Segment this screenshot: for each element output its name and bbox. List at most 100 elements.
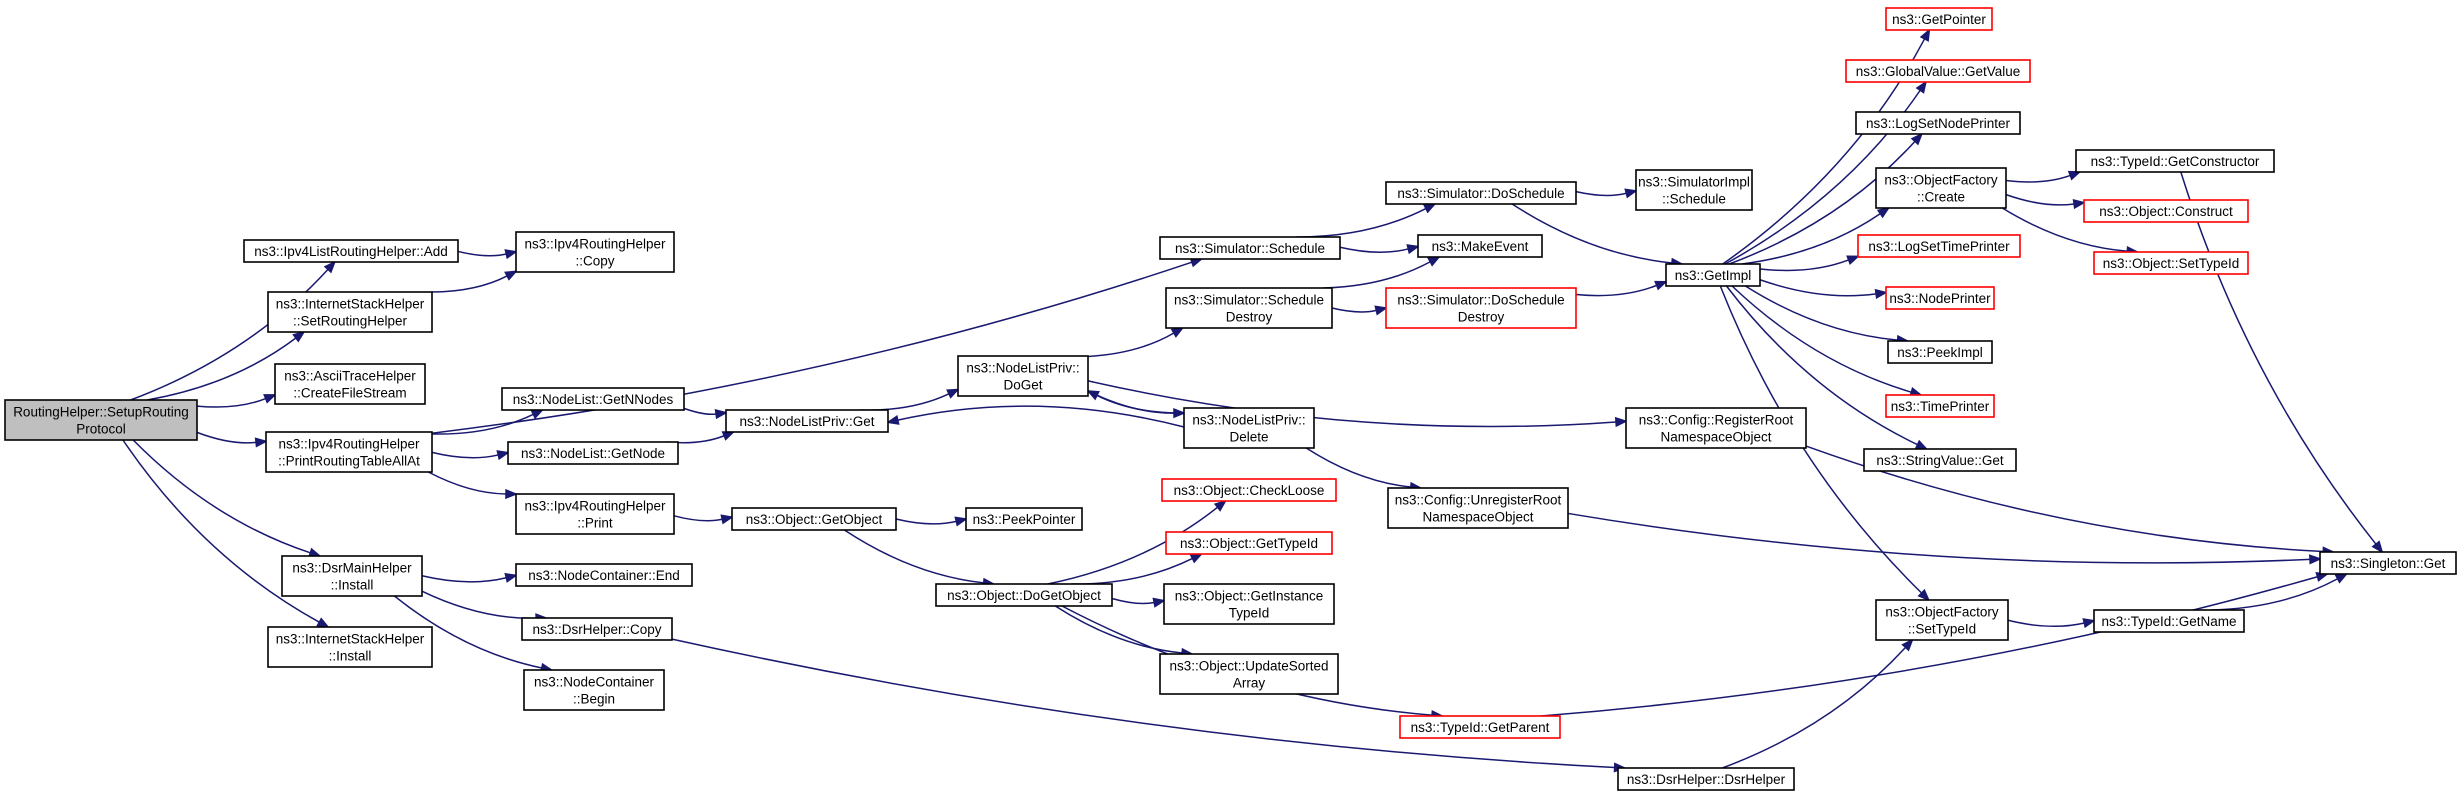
node-nlp_doget[interactable]: ns3::NodeListPriv::DoGet (957, 355, 1089, 397)
call-edge-dsrmain_install-to-nc_end (421, 572, 518, 583)
node-ish_setrouting[interactable]: ns3::InternetStackHelper::SetRoutingHelp… (267, 291, 433, 333)
node-objfactory_create[interactable]: ns3::ObjectFactory::Create (1875, 167, 2007, 209)
node-peekimpl[interactable]: ns3::PeekImpl (1887, 340, 1993, 364)
node-dsrhelper_copy[interactable]: ns3::DsrHelper::Copy (521, 617, 673, 641)
node-sim_schedule[interactable]: ns3::Simulator::Schedule (1159, 236, 1341, 260)
function-nodes: RoutingHelper::SetupRoutingProtocolns3::… (4, 7, 2457, 791)
node-obj_settypeid[interactable]: ns3::Object::SetTypeId (2093, 251, 2249, 275)
node-label: ns3::ObjectFactory (1885, 605, 1999, 620)
node-label: ns3::NodeListPriv::Get (739, 414, 874, 429)
node-box (957, 355, 1089, 397)
edge-line (2180, 171, 2377, 545)
edge-line (1741, 213, 1881, 265)
node-label: ns3::NodeListPriv:: (1192, 413, 1305, 428)
node-ascii_create[interactable]: ns3::AsciiTraceHelper::CreateFileStream (274, 363, 426, 405)
node-box (2083, 199, 2249, 223)
node-config_unregister[interactable]: ns3::Config::UnregisterRootNamespaceObje… (1387, 487, 1569, 529)
edge-line (421, 590, 537, 619)
edge-arrowhead (1152, 597, 1166, 608)
edge-arrowhead (2082, 618, 2096, 629)
call-edge-root-to-ascii_create (196, 394, 277, 408)
node-label: ns3::PeekImpl (1897, 345, 1983, 360)
node-box (1635, 169, 1753, 211)
node-box (1161, 478, 1337, 502)
edge-line (122, 439, 320, 623)
node-label: ::Copy (575, 254, 614, 269)
node-ipv4rh_copy[interactable]: ns3::Ipv4RoutingHelper::Copy (515, 231, 675, 273)
node-nlp_get[interactable]: ns3::NodeListPriv::Get (725, 409, 889, 433)
node-label: Array (1233, 676, 1266, 691)
node-box (523, 669, 665, 711)
node-label: ns3::GlobalValue::GetValue (1856, 64, 2021, 79)
edge-arrowhead (886, 414, 900, 425)
call-edge-sim_scheddestroy-to-makeevent (1323, 256, 1441, 289)
node-typeid_getname[interactable]: ns3::TypeId::GetName (2093, 609, 2245, 633)
edge-line (1759, 279, 1877, 297)
node-dsrmain_install[interactable]: ns3::DsrMainHelper::Install (281, 555, 423, 597)
node-simimpl_schedule[interactable]: ns3::SimulatorImpl::Schedule (1635, 169, 1753, 211)
node-getpointer[interactable]: ns3::GetPointer (1885, 7, 1993, 31)
node-label: TypeId (1229, 606, 1270, 621)
node-logsetnodeprinter[interactable]: ns3::LogSetNodePrinter (1855, 111, 2021, 135)
node-stringvalue_get[interactable]: ns3::StringValue::Get (1863, 448, 2017, 472)
call-edge-typeid_getconstructor-to-singleton_get (2180, 171, 2384, 554)
edge-arrowhead (254, 437, 269, 448)
node-ipv4list_add[interactable]: ns3::Ipv4ListRoutingHelper::Add (243, 239, 459, 263)
node-peekpointer[interactable]: ns3::PeekPointer (965, 507, 1083, 531)
node-obj_checkloose[interactable]: ns3::Object::CheckLoose (1161, 478, 1337, 502)
node-box (1165, 287, 1333, 329)
call-edge-sim_doschedule-to-simimpl_schedule (1575, 188, 1638, 199)
edge-arrowhead (1624, 188, 1638, 199)
node-nc_end[interactable]: ns3::NodeContainer::End (515, 563, 693, 587)
node-obj_construct[interactable]: ns3::Object::Construct (2083, 199, 2249, 223)
node-box (267, 291, 433, 333)
node-box (267, 626, 433, 668)
node-nlp_delete[interactable]: ns3::NodeListPriv::Delete (1183, 407, 1315, 449)
node-objfactory_settypeid[interactable]: ns3::ObjectFactory::SetTypeId (1875, 599, 2009, 641)
node-label: ns3::GetPointer (1892, 12, 1986, 27)
node-nodeprinter[interactable]: ns3::NodePrinter (1885, 286, 1995, 310)
edge-line (843, 529, 984, 584)
edge-line (1331, 307, 1377, 313)
node-label: ns3::TimePrinter (1891, 399, 1990, 414)
edge-arrowhead (1086, 390, 1100, 401)
node-typeid_getconstructor[interactable]: ns3::TypeId::GetConstructor (2075, 149, 2275, 173)
edge-arrowhead (1919, 28, 1931, 42)
node-singleton_get[interactable]: ns3::Singleton::Get (2319, 551, 2457, 575)
call-edge-ipv4rh_print-to-obj_getobject (673, 514, 734, 525)
node-nc_begin[interactable]: ns3::NodeContainer::Begin (523, 669, 665, 711)
node-sim_doschedule[interactable]: ns3::Simulator::DoSchedule (1385, 181, 1577, 205)
node-dsrhelper_dsrhelper[interactable]: ns3::DsrHelper::DsrHelper (1617, 767, 1795, 791)
node-label: ns3::Simulator::DoSchedule (1397, 186, 1564, 201)
edge-arrowhead (1901, 638, 1914, 652)
node-obj_dogetobject[interactable]: ns3::Object::DoGetObject (935, 583, 1113, 607)
node-typeid_getparent[interactable]: ns3::TypeId::GetParent (1399, 715, 1561, 739)
call-edge-config_unregister-to-singleton_get (1567, 512, 2323, 565)
call-edge-sim_schedule-to-makeevent (1339, 244, 1420, 255)
node-obj_getobject[interactable]: ns3::Object::GetObject (731, 507, 897, 531)
node-label: ns3::LogSetTimePrinter (1868, 239, 2010, 254)
node-timeprinter[interactable]: ns3::TimePrinter (1885, 394, 1995, 418)
node-obj_gettypeid[interactable]: ns3::Object::GetTypeId (1165, 531, 1333, 555)
node-nodelist_getnode[interactable]: ns3::NodeList::GetNode (507, 441, 679, 465)
call-edge-ipv4rh_printall-to-nodelist_getnn (431, 409, 545, 435)
node-makeevent[interactable]: ns3::MakeEvent (1417, 234, 1543, 258)
edge-line (146, 337, 297, 401)
node-box (274, 363, 426, 405)
node-ipv4rh_printall[interactable]: ns3::Ipv4RoutingHelper::PrintRoutingTabl… (265, 431, 433, 473)
call-edge-ish_setrouting-to-ipv4rh_copy (431, 270, 518, 293)
node-getimpl[interactable]: ns3::GetImpl (1665, 263, 1761, 287)
node-nodelist_getnn[interactable]: ns3::NodeList::GetNNodes (501, 387, 685, 411)
edge-arrowhead (1427, 256, 1441, 267)
node-ish_install[interactable]: ns3::InternetStackHelper::Install (267, 626, 433, 668)
node-ipv4rh_print[interactable]: ns3::Ipv4RoutingHelper::Print (515, 493, 675, 535)
node-logsettimeprinter[interactable]: ns3::LogSetTimePrinter (1857, 234, 2021, 258)
call-edge-getimpl-to-logsettimeprinter (1759, 255, 1860, 272)
node-globalvalue_getvalue[interactable]: ns3::GlobalValue::GetValue (1845, 59, 2031, 83)
node-box (965, 507, 1083, 531)
